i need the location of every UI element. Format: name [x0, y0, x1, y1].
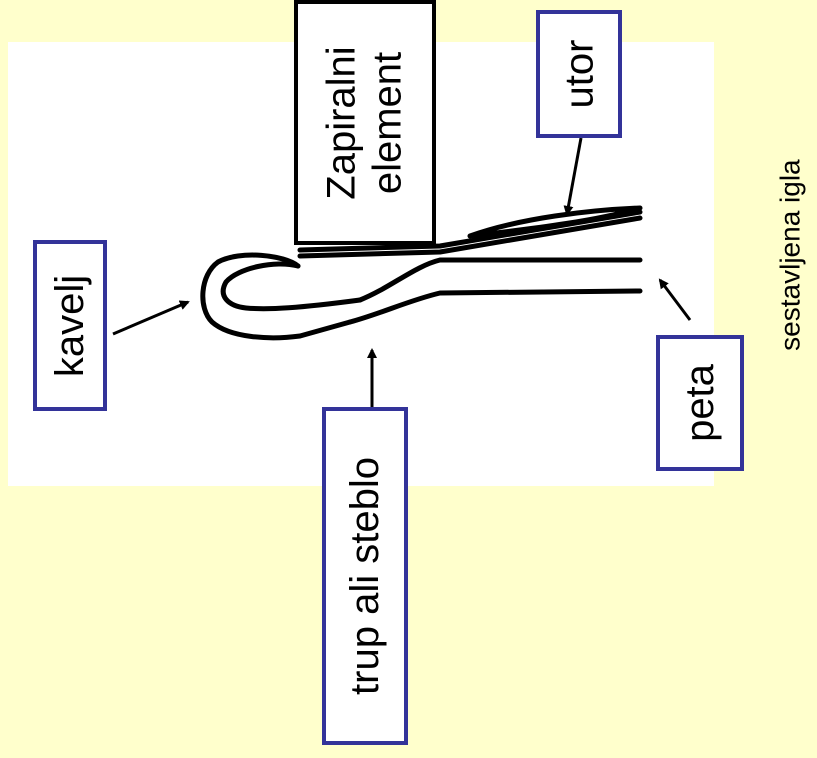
needle-hook-inner: [220, 261, 363, 312]
label-zapiralni-element-text: Zapiralni element: [320, 45, 410, 200]
caption: sestavljena igla: [762, 90, 817, 420]
label-kavelj: kavelj: [33, 240, 107, 411]
caption-text: sestavljena igla: [774, 159, 806, 351]
label-zapiralni-element: Zapiralni element: [294, 0, 436, 245]
needle-shank-lower: [347, 288, 643, 325]
arrow-peta: [658, 278, 692, 321]
label-trup-ali-steblo: trup ali steblo: [322, 407, 408, 745]
label-peta-text: peta: [677, 364, 722, 442]
arrow-kavelj: [112, 300, 190, 336]
label-peta: peta: [656, 335, 744, 471]
groove-outline: [467, 205, 643, 239]
compound-needle-drawing: [200, 205, 643, 341]
needle-hook-outer: [200, 252, 353, 341]
label-utor-text: utor: [557, 39, 601, 109]
pointer-arrows: [112, 137, 692, 407]
needle-shank-upper: [357, 257, 643, 303]
label-kavelj-text: kavelj: [48, 274, 93, 377]
closing-element-bottom: [297, 215, 643, 259]
arrow-utor: [563, 137, 583, 216]
label-utor: utor: [536, 10, 622, 138]
label-trup-ali-steblo-text: trup ali steblo: [343, 457, 388, 695]
